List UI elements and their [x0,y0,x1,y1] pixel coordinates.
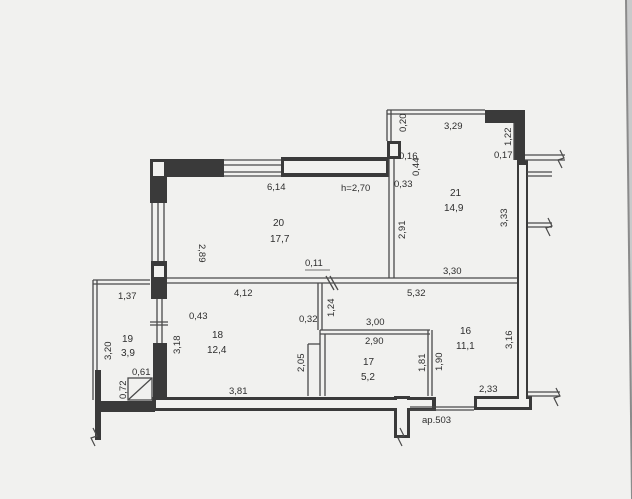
partition-lines [92,109,565,411]
wall-left-low [153,343,167,403]
dim-3-30: 3,30 [443,266,462,277]
room-20-area: 17,7 [270,234,290,245]
dim-1-22: 1,22 [503,128,514,147]
dim-1-90: 1,90 [434,353,445,372]
room-17-area: 5,2 [361,372,375,383]
dim-2-91: 2,91 [397,221,408,240]
dim-0-16: 0,16 [399,151,418,162]
dim-0-32: 0,32 [299,314,318,325]
room-16-area: 11,1 [456,341,475,352]
dim-0-20: 0,20 [398,114,409,133]
room-21-area: 14,9 [444,203,464,214]
dim-2-90: 2,90 [365,336,384,347]
wall-21-top [485,110,523,123]
room-19-number: 19 [122,334,134,345]
room-16-number: 16 [460,326,472,337]
room-21-number: 21 [450,188,462,199]
wall-top-left [150,159,224,177]
ceiling-height: h=2,70 [341,183,370,194]
dim-0-61: 0,61 [132,367,151,378]
labels: h=2,70 ар.503 20 17,7 21 14,9 18 12,4 19… [103,114,515,427]
room-18-area: 12,4 [207,345,227,356]
dim-1-37: 1,37 [118,291,137,302]
dim-5-32: 5,32 [407,288,426,299]
dim-2-05: 2,05 [296,354,307,373]
dim-0-11: 0,11 [305,258,323,269]
dim-1-81: 1,81 [417,354,428,373]
dim-6-14: 6,14 [267,182,286,193]
dim-3-29: 3,29 [444,121,463,132]
dim-2-89: 2,89 [196,244,207,263]
dim-3-18: 3,18 [172,336,183,355]
dim-3-20: 3,20 [103,342,114,361]
dim-0-33: 0,33 [394,179,413,190]
dim-0-72: 0,72 [118,381,129,400]
dim-4-12: 4,12 [234,288,253,299]
dim-0-44: 0,44 [411,158,422,177]
break-marks [90,149,565,447]
dim-3-00: 3,00 [366,317,385,328]
dim-1-24: 1,24 [326,299,337,318]
room-19-area: 3,9 [121,348,135,359]
dim-3-16: 3,16 [504,331,515,350]
dim-0-17: 0,17 [494,150,513,161]
dim-3-81: 3,81 [229,386,248,397]
wall-balcony-bottom [95,401,155,412]
room-18-number: 18 [212,330,224,341]
room-20-number: 20 [273,218,285,229]
apartment-label: ар.503 [422,415,451,426]
paper-edge [625,0,632,499]
room-17-number: 17 [363,357,375,368]
wall-hollows [153,144,529,435]
dim-2-33: 2,33 [479,384,498,395]
dim-3-33: 3,33 [499,209,510,228]
dim-0-43: 0,43 [189,311,208,322]
wall-21-right [514,110,525,160]
